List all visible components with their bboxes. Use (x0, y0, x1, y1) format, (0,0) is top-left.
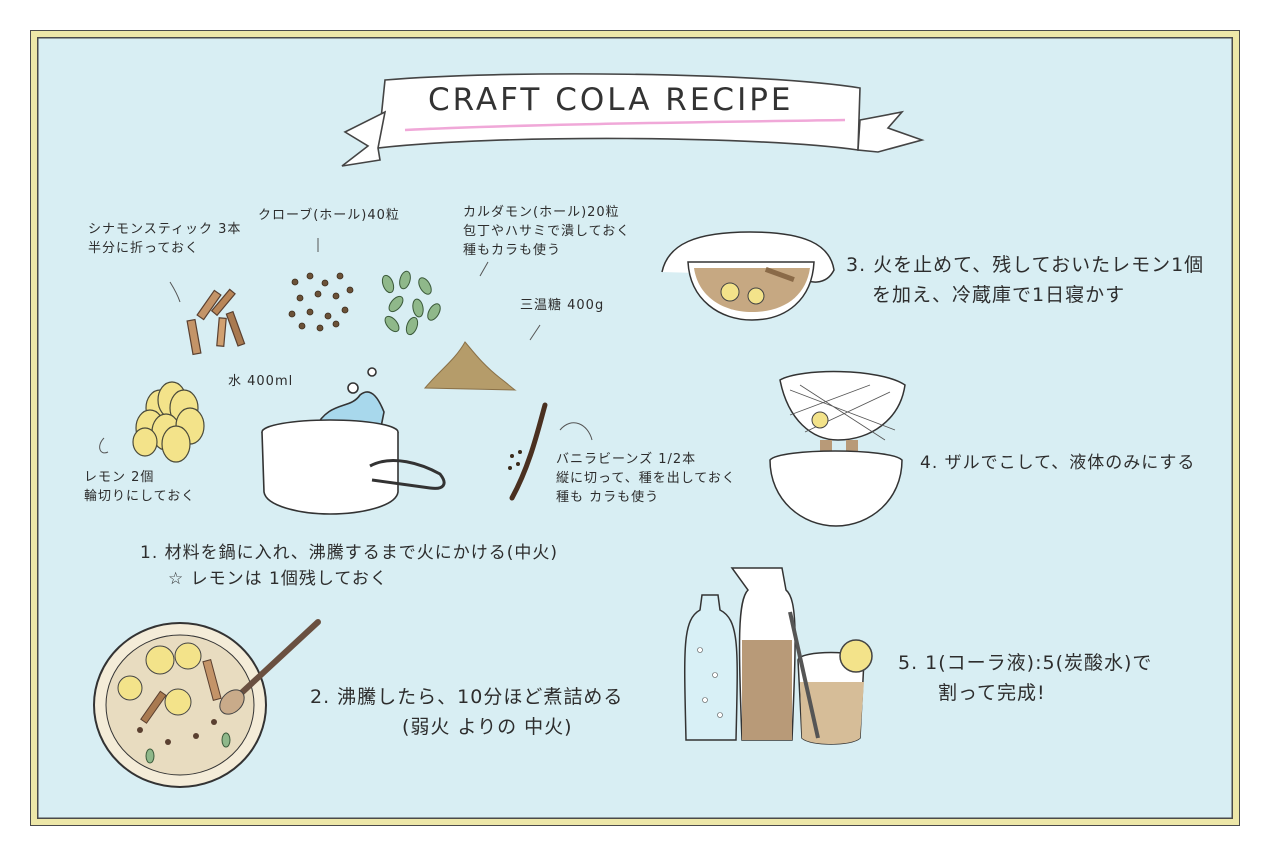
lemon-amount: レモン 2個 (84, 470, 155, 485)
step-5-text: 5. 1(コーラ液):5(炭酸水)で (898, 652, 1153, 674)
cardamom-illustration (381, 270, 441, 336)
covered-bowl-illustration (661, 231, 835, 321)
simmering-pot-illustration (93, 619, 321, 788)
title-underline (404, 118, 846, 132)
sugar-pile-illustration (423, 341, 517, 391)
water-pot-illustration (261, 367, 446, 515)
vanilla-label: バニラビーンズ 1/2本 縦に切って、種を出しておく 種も カラも使う (556, 450, 736, 507)
title-ribbon (341, 73, 925, 167)
clove-label: クローブ(ホール)40粒 (258, 208, 400, 223)
vanilla-note: 縦に切って、種を出しておく (556, 471, 736, 486)
step-1: 1. 材料を鍋に入れ、沸騰するまで火にかける(中火) ☆ レモンは 1個残してお… (140, 540, 558, 592)
step-3: 3. 火を止めて、残しておいたレモン1個 を加え、冷蔵庫で1日寝かす (846, 250, 1204, 310)
cardamom-note: 包丁やハサミで潰しておく (463, 224, 631, 239)
step-5: 5. 1(コーラ液):5(炭酸水)で 割って完成! (898, 648, 1152, 708)
cardamom-note-2: 種もカラも使う (463, 243, 562, 258)
step-2-note: (弱火 よりの 中火) (402, 716, 573, 738)
step-4: 4. ザルでこして、液体のみにする (920, 453, 1196, 473)
vanilla-note-2: 種も カラも使う (556, 490, 660, 505)
cloves-illustration (288, 272, 354, 332)
vanilla-amount: バニラビーンズ 1/2本 (556, 452, 697, 467)
recipe-title: CRAFT COLA RECIPE (428, 82, 794, 118)
water-label: 水 400ml (228, 374, 294, 389)
step-3-text: 3. 火を止めて、残しておいたレモン1個 (846, 254, 1205, 276)
step-1-note: ☆ レモンは 1個残しておく (168, 569, 388, 589)
lemon-note: 輪切りにしておく (84, 489, 196, 504)
cinnamon-label: シナモンスティック 3本 半分に折っておく (88, 220, 241, 258)
lemon-label: レモン 2個 輪切りにしておく (84, 468, 195, 506)
cinnamon-sticks-illustration (186, 288, 246, 356)
step-1-text: 1. 材料を鍋に入れ、沸騰するまで火にかける(中火) (140, 543, 559, 563)
sugar-label: 三温糖 400g (520, 298, 605, 313)
lemon-slices-illustration (132, 381, 205, 463)
vanilla-bean-illustration (508, 402, 548, 501)
strainer-illustration (769, 370, 906, 527)
cinnamon-note: 半分に折っておく (88, 241, 199, 256)
step-2-text: 2. 沸騰したら、10分ほど煮詰める (310, 686, 624, 708)
cardamom-amount: カルダモン(ホール)20粒 (463, 205, 620, 220)
cardamom-label: カルダモン(ホール)20粒 包丁やハサミで潰しておく 種もカラも使う (463, 203, 630, 260)
cinnamon-amount: シナモンスティック 3本 (88, 222, 242, 237)
step-3-note: を加え、冷蔵庫で1日寝かす (872, 284, 1126, 306)
cola-bottles-illustration (683, 567, 873, 745)
step-5-note: 割って完成! (938, 682, 1046, 704)
step-2: 2. 沸騰したら、10分ほど煮詰める (弱火 よりの 中火) (310, 682, 623, 742)
